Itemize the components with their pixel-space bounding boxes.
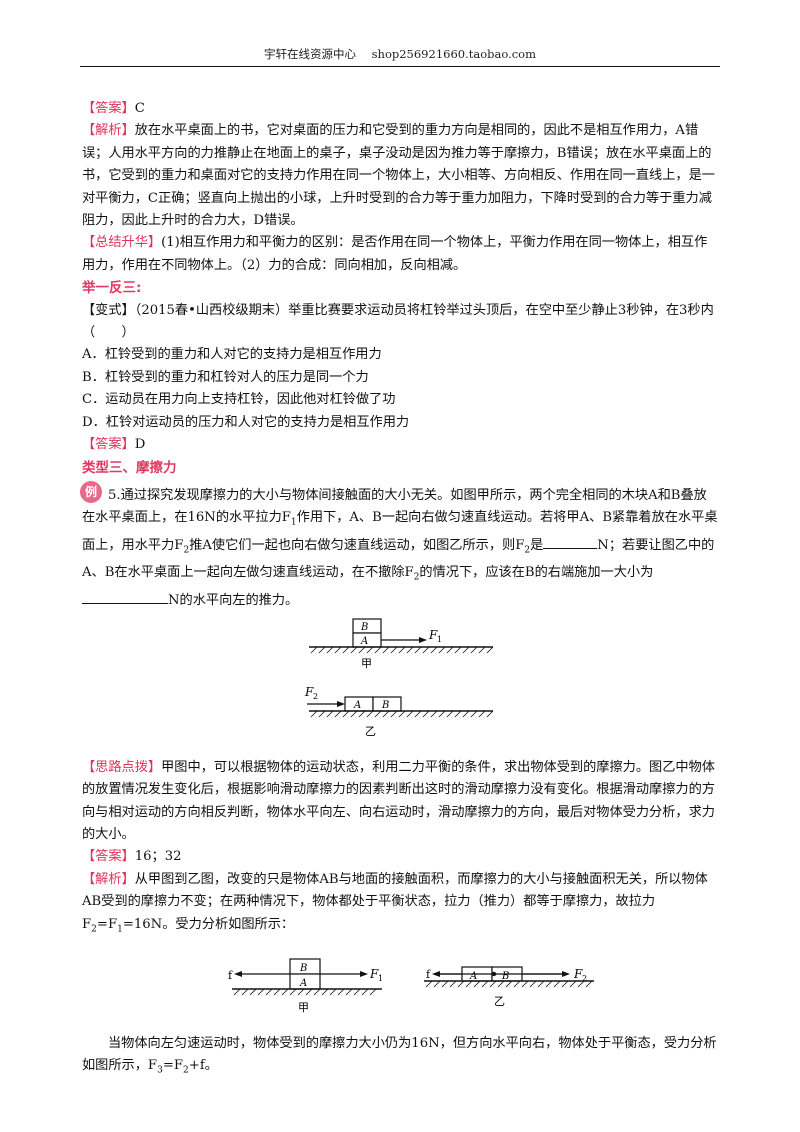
analysis-1-text: 放在水平桌面上的书，它对桌面的压力和它受到的重力方向是相同的，因此不是相互作用力…	[82, 123, 715, 229]
arrow-head-icon	[419, 636, 427, 643]
force-f1-sub: 1	[437, 635, 442, 644]
arrow-head-icon	[360, 970, 368, 977]
q5-part4: 是	[530, 538, 544, 554]
answer-tag: 【答案】	[82, 849, 135, 865]
hint: 【思路点拨】甲图中，可以根据物体的运动状态，利用二力平衡的条件，求出物体受到的摩…	[82, 757, 720, 847]
analysis-3-part2: =F	[96, 916, 118, 932]
final-part3: +f。	[188, 1058, 218, 1074]
answer-1: 【答案】C	[82, 98, 720, 120]
label-a: A	[353, 700, 361, 711]
final-paragraph: 当物体向左匀速运动时，物体受到的摩擦力大小仍为16N，但方向水平向右，物体处于平…	[82, 1033, 720, 1082]
analysis-3: 【解析】从甲图到乙图，改变的只是物体AB与地面的接触面积，而摩擦力的大小与接触面…	[82, 869, 720, 941]
label-b: B	[501, 971, 509, 982]
figure-2-force-diagram: f B A F 1 甲 f A B	[228, 958, 594, 1014]
page-header: 宇轩在线资源中心 shop256921660.taobao.com	[80, 46, 720, 67]
hint-tag: 【思路点拨】	[82, 759, 162, 775]
answer-tag: 【答案】	[82, 101, 135, 116]
analysis-3-part1: 从甲图到乙图，改变的只是物体AB与地面的接触面积，而摩擦力的大小与接触面积无关，…	[82, 871, 708, 932]
ground-hatch-4	[425, 980, 593, 988]
force-f2-sub: 2	[313, 692, 318, 701]
final-part1: 当物体向左匀速运动时，物体受到的摩擦力大小仍为16N，但方向水平向右，物体处于平…	[82, 1035, 717, 1074]
answer-tag: 【答案】	[82, 437, 135, 453]
example-5: 例 5.通过探究发现摩擦力的大小与物体间接触面的大小无关。如图甲所示，两个完全相…	[80, 480, 720, 613]
caption-jia: 甲	[361, 657, 372, 670]
answer-2: 【答案】D	[82, 434, 720, 456]
q5-part3: 推A使它们一起也向右做匀速直线运动，如图乙所示，则F	[189, 538, 525, 554]
summary-tag: 【总结升华】	[82, 235, 162, 251]
force-f1-sub: 1	[378, 974, 383, 983]
variant-option-b: B．杠铃受到的重力和杠铃对人的压力是同一个力	[82, 369, 369, 385]
label-b: B	[360, 622, 368, 633]
label-a: A	[299, 978, 307, 989]
variant-option-d: D．杠铃对运动员的压力和人对它的支持力是相互作用力	[82, 414, 410, 430]
question-5-text: 5.通过探究发现摩擦力的大小与物体间接触面的大小无关。如图甲所示，两个完全相同的…	[82, 485, 720, 613]
final-sub2: 2	[183, 1065, 189, 1076]
center-dot-icon	[491, 971, 497, 976]
q5-part5: N；若要让图乙中的A、B在水平桌面上一起向左做匀速直线运动，在不撤除F	[82, 538, 715, 581]
answer-3-text: 16；32	[134, 849, 182, 865]
variant-option-c: C．运动员在用力向上支持杠铃，因此他对杠铃做了功	[82, 392, 396, 408]
analysis-1: 【解析】放在水平桌面上的书，它对桌面的压力和它受到的重力方向是相同的，因此不是相…	[82, 120, 720, 232]
analysis-3-part3: =16N。受力分析如图所示：	[122, 916, 295, 932]
q5-part2: 作用下，A、B一起向右做匀速直线运动。若将甲A、B紧靠着放在水平桌面上，用水平力…	[82, 510, 718, 554]
arrow-head-icon	[432, 970, 440, 977]
hint-text: 甲图中，可以根据物体的运动状态，利用二力平衡的条件，求出物体受到的摩擦力。图乙中…	[82, 759, 715, 843]
label-b: B	[381, 700, 389, 711]
ground-hatch-2	[310, 710, 494, 718]
practice-heading: 举一反三:	[82, 280, 142, 297]
q5-sub2: 2	[183, 546, 190, 556]
q5-part6: 的情况下，应该在B的右端施加一大小为	[419, 565, 654, 581]
caption-jia: 甲	[298, 1001, 309, 1014]
figure-1-diagram: B A F 1 甲 F 2 A B	[304, 618, 494, 738]
variant-option-a: A．杠铃受到的重力和人对它的支持力是相互作用力	[82, 347, 382, 363]
arrow-head-icon	[562, 970, 570, 977]
summary-text: (1)相互作用力和平衡力的区别：是否作用在同一个物体上，平衡力作用在同一物体上，…	[82, 235, 708, 273]
force-f1-label: F	[369, 967, 379, 981]
answer-1-text: C	[134, 101, 145, 116]
force-f1-label: F	[428, 628, 438, 642]
friction-f-label: f	[228, 969, 233, 982]
label-b: B	[299, 963, 307, 974]
arrow-head-icon	[337, 700, 345, 707]
force-f2-label: F	[304, 685, 314, 699]
label-a: A	[360, 636, 368, 647]
header-shop-url: shop256921660.taobao.com	[371, 47, 537, 61]
answer-blank-1[interactable]	[543, 534, 598, 550]
q5-sub1: 1	[290, 517, 297, 528]
caption-yi: 乙	[365, 725, 376, 738]
caption-yi: 乙	[494, 995, 505, 1008]
final-part2: =F	[162, 1058, 184, 1074]
analysis-tag: 【解析】	[82, 871, 135, 887]
analysis-tag: 【解析】	[82, 123, 135, 139]
document-body: 【答案】C 【解析】放在水平桌面上的书，它对桌面的压力和它受到的重力方向是相同的…	[80, 98, 720, 1082]
q5-sub3: 2	[524, 546, 531, 556]
q5-part7: N的水平向左的推力。	[168, 593, 299, 609]
variant-text: （2015春•山西校级期末）举重比赛要求运动员将杠铃举过头顶后，在空中至少静止3…	[82, 302, 714, 341]
section-heading: 类型三、摩擦力	[82, 459, 177, 476]
answer-2-text: D	[134, 437, 146, 453]
example-badge-icon: 例	[80, 480, 102, 503]
force-f2-sub: 2	[582, 974, 587, 983]
label-a: A	[469, 971, 477, 982]
ground-hatch-1	[310, 646, 494, 654]
variant-tag: 【变式】	[82, 302, 135, 318]
analysis-3-sub2: 1	[117, 924, 123, 935]
answer-3: 【答案】16；32	[82, 846, 720, 868]
analysis-3-sub1: 2	[91, 924, 97, 935]
summary: 【总结升华】(1)相互作用力和平衡力的区别：是否作用在同一个物体上，平衡力作用在…	[82, 232, 720, 277]
ground-hatch-3	[233, 988, 377, 996]
variant-question: 【变式】（2015春•山西校级期末）举重比赛要求运动员将杠铃举过头顶后，在空中至…	[82, 300, 720, 345]
force-f2-label: F	[573, 967, 583, 981]
answer-blank-2[interactable]	[82, 589, 168, 605]
arrow-head-icon	[234, 970, 242, 977]
header-shop-name: 宇轩在线资源中心	[263, 47, 356, 61]
q5-sub4: 2	[413, 573, 420, 584]
friction-f-label: f	[426, 968, 431, 981]
final-sub1: 3	[157, 1065, 163, 1076]
q5-part1: 5.通过探究发现摩擦力的大小与物体间接触面的大小无关。如图甲所示，两个完全相同的…	[82, 487, 707, 526]
